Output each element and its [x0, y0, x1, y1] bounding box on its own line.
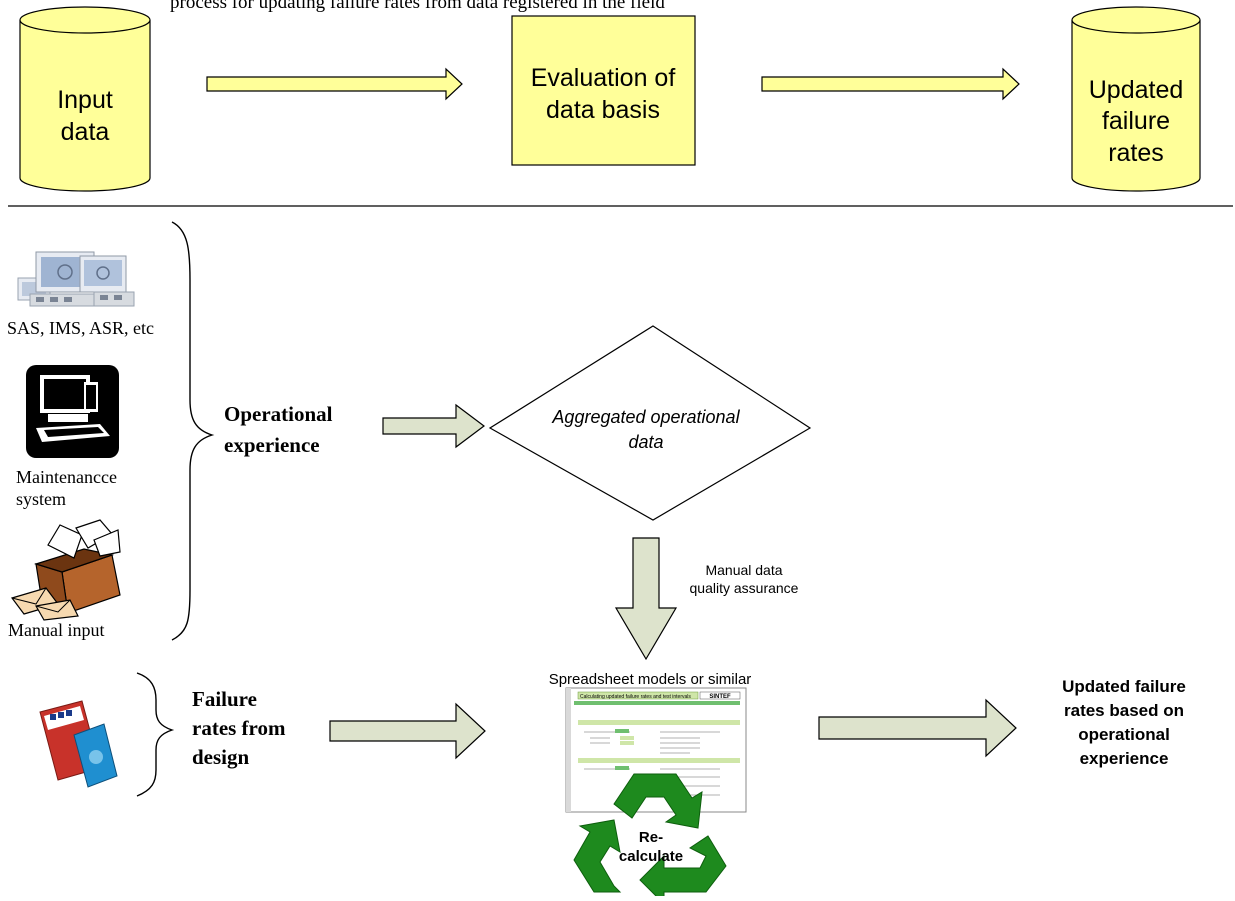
- failure-rates-design-label-2: rates from: [192, 716, 286, 740]
- arrow-down-to-spreadsheet: [614, 537, 678, 661]
- input-data-label-2: data: [61, 118, 110, 146]
- updated-rates-label-2: failure: [1102, 107, 1170, 135]
- computer-icon: [26, 365, 119, 458]
- operational-experience-label-1: Operational: [224, 402, 333, 426]
- recycle-arrows-icon: [573, 773, 727, 901]
- result-label-3: operational: [1078, 725, 1170, 744]
- flow-arrow-eval-to-updated: [761, 67, 1020, 101]
- arrow-to-aggregated: [382, 403, 485, 449]
- result-label-2: rates based on: [1064, 701, 1184, 720]
- evaluation-label-2: data basis: [546, 96, 660, 124]
- aggregated-data-diamond: Aggregated operational data: [488, 325, 812, 521]
- spreadsheet-brand: SINTEF: [709, 694, 731, 700]
- recalculate-label-1: Re-: [639, 829, 663, 846]
- maintenance-label-2: system: [16, 489, 66, 509]
- maintenance-label-1: Maintenancce: [16, 467, 117, 487]
- result-label-4: experience: [1080, 749, 1169, 768]
- handbook-icon: [39, 700, 118, 788]
- input-data-cylinder: Input data: [19, 6, 151, 192]
- control-system-screens-icon: [17, 251, 135, 307]
- arrow-design-to-spreadsheet: [329, 702, 486, 760]
- spreadsheet-caption: Spreadsheet models or similar: [549, 671, 752, 688]
- manual-qa-label-1: Manual data: [705, 562, 782, 578]
- flow-arrow-input-to-eval: [206, 67, 463, 101]
- manual-input-label: Manual input: [8, 620, 105, 640]
- sources-brace: [171, 221, 215, 641]
- spreadsheet-thumbnail: Calculating updated failure rates and te…: [565, 687, 747, 813]
- manual-qa-label-2: quality assurance: [690, 580, 799, 596]
- top-caption: process for updating failure rates from …: [170, 0, 665, 13]
- updated-rates-label-1: Updated: [1089, 76, 1184, 104]
- spreadsheet-title: Calculating updated failure rates and te…: [580, 694, 691, 700]
- aggregated-label-2: data: [628, 432, 663, 452]
- arrow-spreadsheet-to-result: [818, 698, 1017, 758]
- recalculate-label-2: calculate: [619, 848, 683, 865]
- operational-experience-label-2: experience: [224, 433, 320, 457]
- evaluation-label-1: Evaluation of: [531, 64, 676, 92]
- evaluation-box: Evaluation of data basis: [511, 15, 696, 166]
- failure-rates-design-label-1: Failure: [192, 687, 257, 711]
- design-brace: [136, 672, 175, 797]
- sas-label: SAS, IMS, ASR, etc: [7, 318, 154, 338]
- failure-rates-design-label-3: design: [192, 745, 250, 769]
- result-label-1: Updated failure: [1062, 677, 1186, 696]
- aggregated-label-1: Aggregated operational: [551, 407, 740, 427]
- updated-rates-label-3: rates: [1108, 139, 1164, 167]
- input-data-label-1: Input: [57, 86, 113, 114]
- updated-rates-cylinder: Updated failure rates: [1071, 6, 1201, 192]
- mail-box-icon: [11, 519, 121, 621]
